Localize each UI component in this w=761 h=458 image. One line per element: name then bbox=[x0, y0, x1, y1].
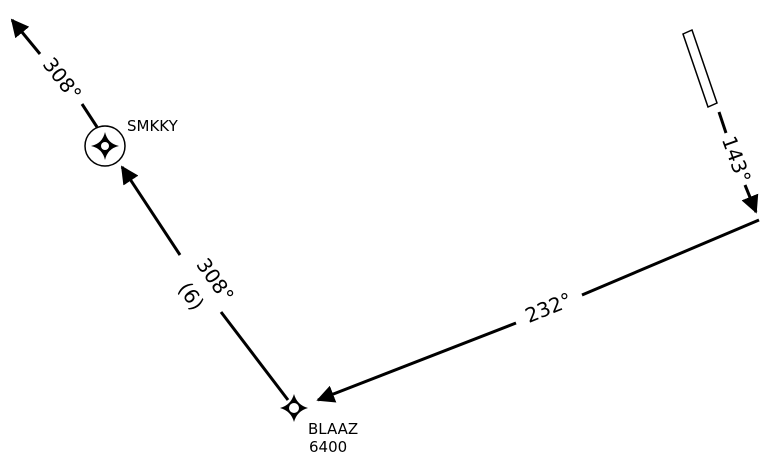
fix-name-blaaz: BLAAZ bbox=[308, 420, 358, 438]
leg-turn-to-blaaz: 232° bbox=[316, 218, 760, 403]
leg-blaaz-to-smkky: 308° (6) bbox=[120, 165, 290, 401]
leg-smkky-outbound: 308° bbox=[10, 18, 99, 128]
fix-name-smkky: SMKKY bbox=[127, 117, 179, 135]
fix-blaaz: BLAAZ 6400 bbox=[280, 394, 358, 456]
course-label-308-outbound: 308° bbox=[38, 53, 87, 106]
leg-runway-to-turn: 143° bbox=[717, 111, 759, 214]
course-label-232: 232° bbox=[522, 287, 576, 327]
flyover-waypoint-icon bbox=[84, 125, 126, 167]
fix-smkky: SMKKY bbox=[84, 117, 179, 167]
course-label-143: 143° bbox=[717, 133, 756, 186]
runway-icon bbox=[682, 28, 718, 109]
fix-altitude-blaaz: 6400 bbox=[309, 438, 347, 456]
flyby-waypoint-icon bbox=[280, 394, 308, 422]
